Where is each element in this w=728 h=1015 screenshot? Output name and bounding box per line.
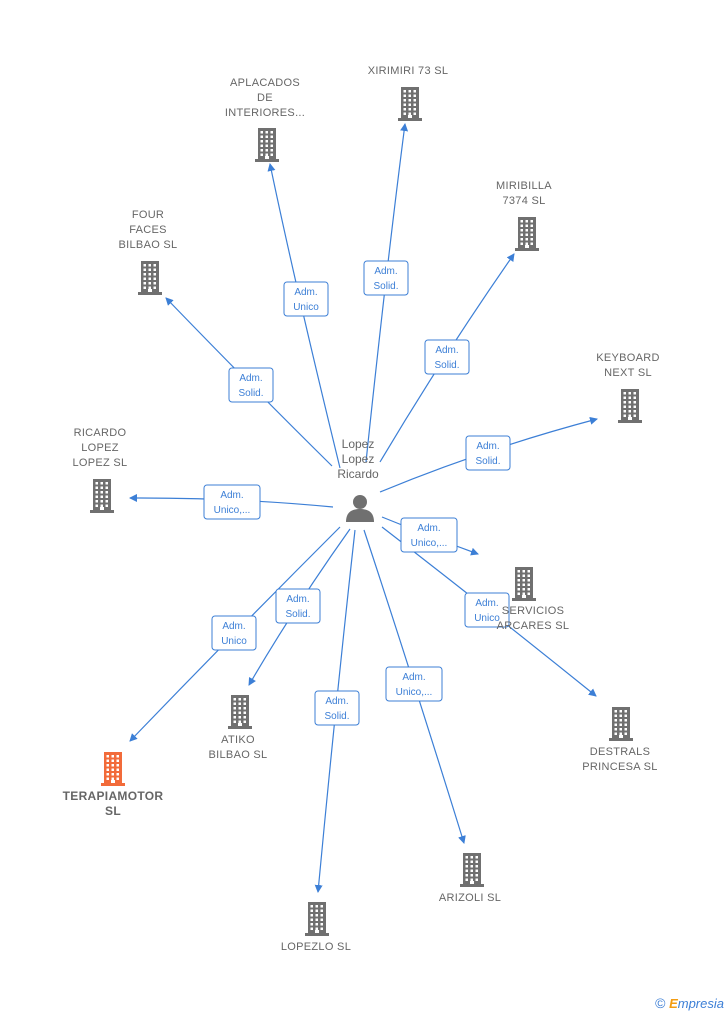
edge-label-text: Adm. (475, 598, 498, 609)
edge-label-box (464, 592, 510, 628)
edge-label-box (424, 339, 470, 375)
edge-label-text: Adm. (239, 373, 262, 384)
edge-label-text: Adm. (417, 523, 440, 534)
edge-label-xirimiri[interactable]: Adm. Solid. (363, 260, 409, 296)
edge-label-text: Solid. (475, 456, 500, 467)
edge-labels-layer: Adm.UnicoAdm.Solid.Adm.Solid.Adm.Solid.A… (203, 260, 511, 726)
company-label-atiko[interactable]: ATIKO BILBAO SL (208, 734, 268, 761)
edge-label-miribilla[interactable]: Adm. Solid. (424, 339, 470, 375)
building-icon[interactable] (301, 901, 333, 937)
building-icon[interactable] (86, 478, 118, 514)
building-icon[interactable] (224, 694, 256, 730)
edge-label-box (228, 367, 274, 403)
brand-name: mpresia (677, 996, 724, 1011)
company-label-terapiamotor[interactable]: TERAPIAMOTOR SL (62, 789, 164, 818)
company-label-fourfaces[interactable]: FOUR FACES BILBAO SL (118, 209, 178, 251)
person-icon[interactable] (344, 492, 376, 524)
building-icon[interactable] (605, 706, 637, 742)
footer-brand: © Empresia (655, 995, 724, 1011)
edge-label-text: Adm. (325, 696, 348, 707)
company-label-keyboard[interactable]: KEYBOARD NEXT SL (596, 352, 660, 379)
edge-label-text: Adm. (374, 266, 397, 277)
edge-label-box (203, 484, 261, 520)
company-label-ricardo[interactable]: RICARDO LOPEZ LOPEZ SL (72, 427, 128, 469)
company-label-servicios[interactable]: SERVICIOS ARCARES SL (496, 605, 570, 632)
building-icon[interactable] (97, 751, 129, 787)
edge-label-text: Adm. (294, 287, 317, 298)
edge-label-text: Unico,... (214, 505, 251, 516)
edge-label-text: Unico,... (396, 687, 433, 698)
edge-label-box (400, 517, 458, 553)
company-label-lopezlo[interactable]: LOPEZLO SL (280, 941, 352, 953)
edge-label-atiko[interactable]: Adm. Solid. (275, 588, 321, 624)
building-icon[interactable] (134, 260, 166, 296)
edge-label-box (465, 435, 511, 471)
edge-label-box (283, 281, 329, 317)
edge-label-aplacados[interactable]: Adm. Unico (283, 281, 329, 317)
edge-label-arizoli[interactable]: Adm. Unico,... (385, 666, 443, 702)
edge-label-text: Adm. (476, 441, 499, 452)
edge-label-box (211, 615, 257, 651)
building-icon[interactable] (614, 388, 646, 424)
copyright-icon: © (655, 995, 666, 1011)
edge-label-box (275, 588, 321, 624)
brand-initial: E (669, 996, 678, 1011)
building-icon[interactable] (251, 127, 283, 163)
edge-label-text: Adm. (435, 345, 458, 356)
edge-label-box (385, 666, 443, 702)
edge-label-text: Solid. (285, 609, 310, 620)
building-icon[interactable] (508, 566, 540, 602)
edge-label-terapiamotor[interactable]: Adm. Unico (211, 615, 257, 651)
edge-label-text: Solid. (324, 711, 349, 722)
edge-label-box (363, 260, 409, 296)
building-icon[interactable] (394, 86, 426, 122)
edge-label-text: Adm. (402, 672, 425, 683)
edge-label-text: Adm. (222, 621, 245, 632)
edge-label-text: Unico,... (411, 538, 448, 549)
company-label-miribilla[interactable]: MIRIBILLA 7374 SL (496, 180, 552, 207)
edge-label-box (314, 690, 360, 726)
company-label-aplacados[interactable]: APLACADOS DE INTERIORES... (224, 77, 306, 119)
edge-label-servicios[interactable]: Adm. Unico,... (400, 517, 458, 553)
edge-label-text: Unico (293, 302, 319, 313)
edge-label-ricardo[interactable]: Adm. Unico,... (203, 484, 261, 520)
edge-label-text: Adm. (220, 490, 243, 501)
center-person-label: Lopez Lopez Ricardo (337, 437, 379, 481)
building-icon[interactable] (456, 852, 488, 888)
edge-label-text: Solid. (373, 281, 398, 292)
edge-label-fourfaces[interactable]: Adm. Solid. (228, 367, 274, 403)
company-label-arizoli[interactable]: ARIZOLI SL (438, 892, 502, 904)
edge-label-lopezlo[interactable]: Adm. Solid. (314, 690, 360, 726)
building-icon[interactable] (511, 216, 543, 252)
company-label-xirimiri[interactable]: XIRIMIRI 73 SL (367, 65, 449, 77)
edge-label-keyboard[interactable]: Adm. Solid. (465, 435, 511, 471)
edge-label-text: Solid. (238, 388, 263, 399)
edge-label-text: Adm. (286, 594, 309, 605)
edge-label-text: Unico (474, 613, 500, 624)
edge-label-text: Unico (221, 636, 247, 647)
company-label-destrals[interactable]: DESTRALS PRINCESA SL (582, 746, 658, 773)
edge-label-destrals[interactable]: Adm. Unico (464, 592, 510, 628)
edge-label-text: Solid. (434, 360, 459, 371)
